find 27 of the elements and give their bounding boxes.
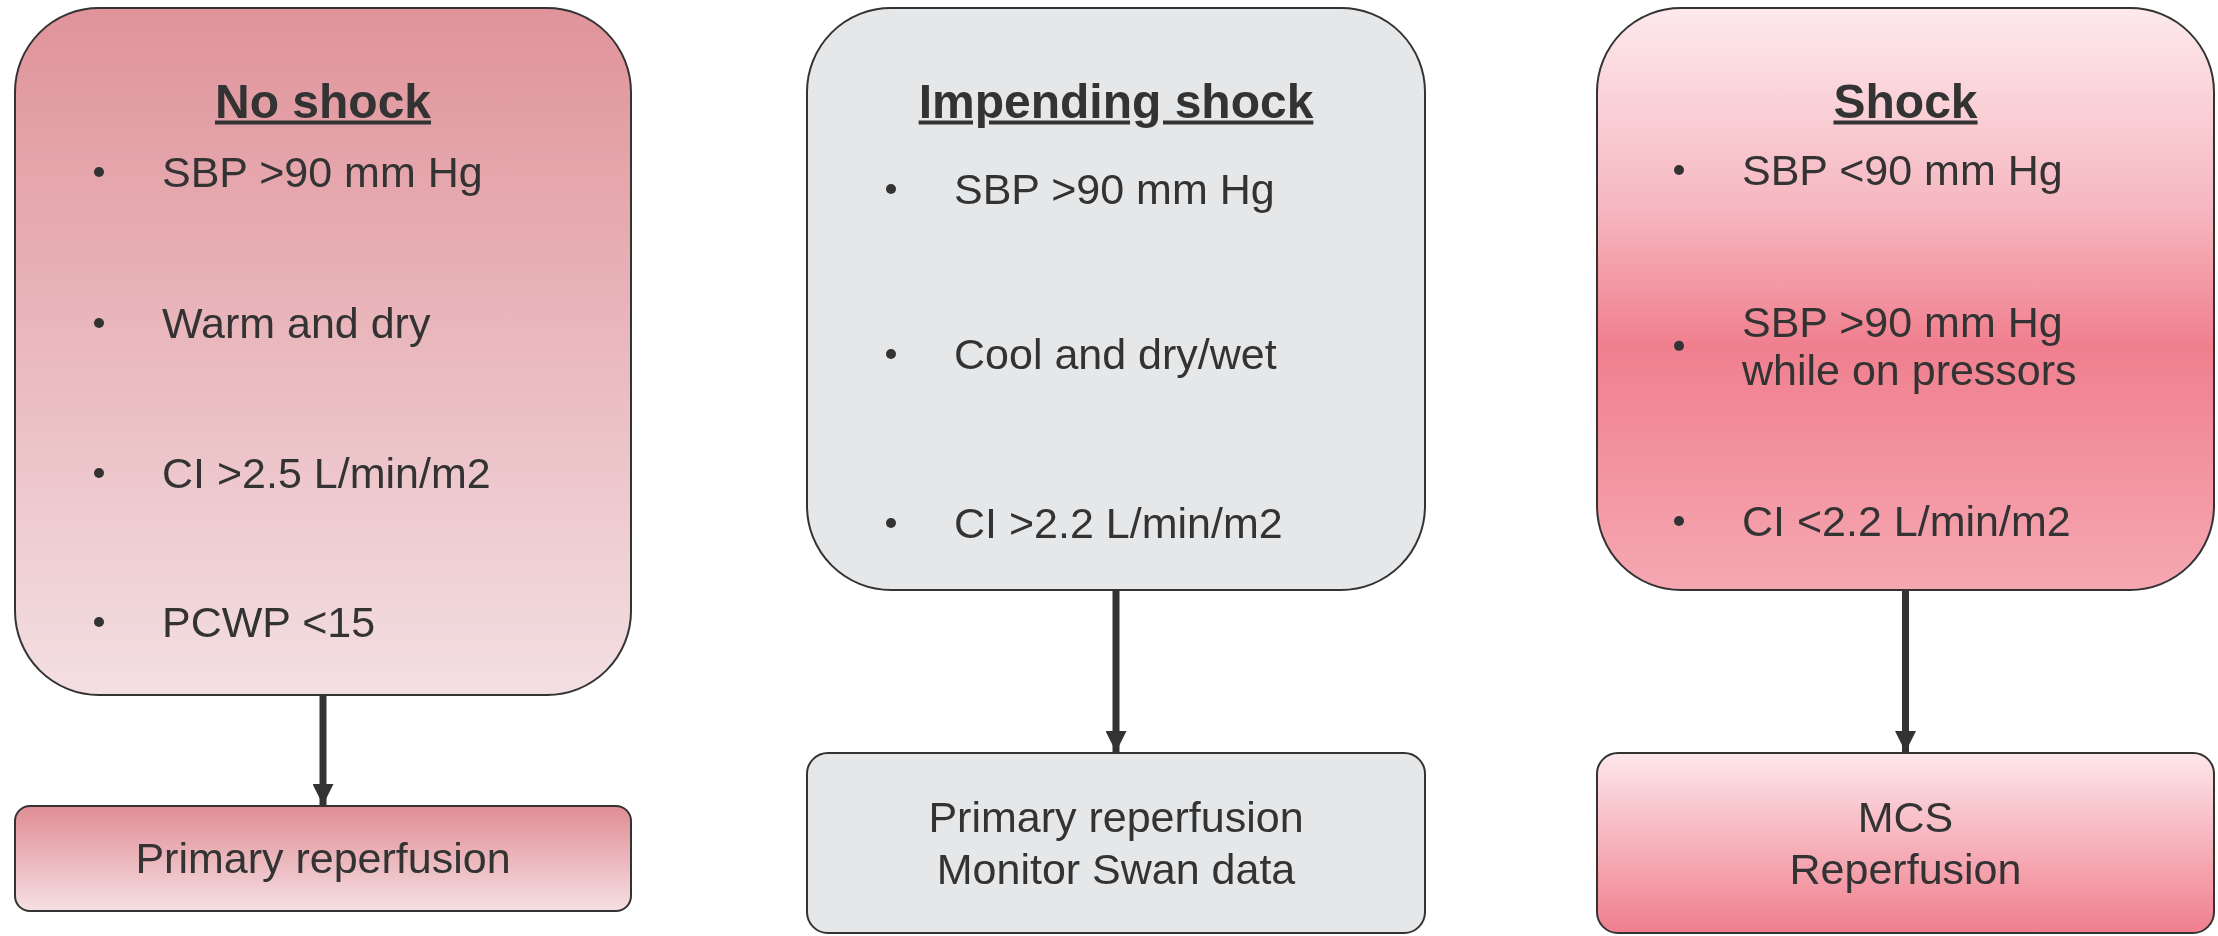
category-card: [806, 7, 1426, 591]
outcome-text: Reperfusion: [1789, 844, 2022, 895]
criterion-text: SBP >90 mm Hg: [954, 164, 1276, 214]
criterion-text: Warm and dry: [162, 298, 432, 348]
outcome-text: Monitor Swan data: [936, 844, 1296, 895]
outcome-text: Primary reperfusion: [928, 791, 1304, 843]
category-card: [1596, 7, 2215, 591]
arrow: [312, 696, 334, 805]
outcome-box: [14, 805, 632, 912]
outcome-text: MCS: [1857, 791, 1954, 843]
criterion-text: PCWP <15: [162, 597, 377, 647]
criterion-text: SBP >90 mm Hg: [162, 147, 484, 197]
category-card: [14, 7, 632, 696]
card-heading: No shock: [213, 73, 432, 129]
criterion-text: SBP <90 mm Hg: [1742, 145, 2064, 195]
criterion-text: CI >2.2 L/min/m2: [954, 498, 1284, 548]
criterion-text: CI <2.2 L/min/m2: [1742, 496, 2072, 546]
outcome-box: [806, 752, 1426, 934]
criterion-text: CI >2.5 L/min/m2: [162, 448, 492, 498]
arrow: [1895, 591, 1916, 752]
arrow: [1105, 591, 1127, 752]
outcome-text: Primary reperfusion: [135, 833, 511, 885]
card-heading: Impending shock: [917, 73, 1315, 129]
card-heading: Shock: [1832, 73, 1979, 129]
outcome-box: [1596, 752, 2215, 934]
criterion-text: SBP >90 mm Hg while on pressors: [1742, 297, 2078, 395]
criterion-text: Cool and dry/wet: [954, 329, 1278, 379]
